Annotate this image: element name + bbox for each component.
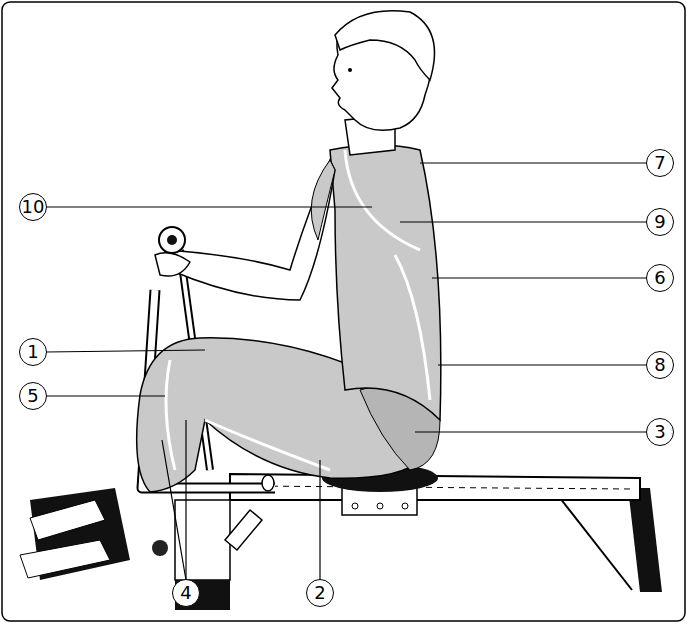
callout-number: 8 [646,351,674,379]
arm [165,160,335,300]
grip [159,227,185,253]
callout-number: 4 [172,579,200,607]
leader-line [46,206,372,207]
leader-line [46,350,205,352]
leader-line [319,460,320,580]
leader-line [415,431,647,432]
callout-number: 7 [646,149,674,177]
leader-line [420,162,647,163]
shoe [30,500,105,540]
muscle-line [166,360,175,470]
cylinder [225,510,262,550]
deltoid [311,160,335,240]
eye [348,68,352,72]
rail-groove [250,486,630,489]
front-unit [175,500,230,580]
leader-lines [46,163,647,580]
pivot [262,475,274,491]
muscle-line [205,420,330,470]
rear-strut [560,498,632,590]
leader-line [162,440,186,580]
leader-line [185,420,186,580]
leader-line [432,277,647,278]
leader-line [400,221,647,222]
bolt [352,503,358,509]
callout-number: 1 [19,338,47,366]
bolt [377,503,383,509]
hand [155,253,190,276]
muscle-line [395,255,430,400]
rear-foot [628,488,662,592]
grip-end [167,235,177,245]
callout-number: 3 [646,418,674,446]
callout-number: 10 [19,193,47,221]
torso [330,145,441,420]
knob [152,540,168,556]
leader-line [46,395,165,396]
muscle-line [345,150,420,250]
bolt [402,503,408,509]
callout-number: 5 [19,382,47,410]
leader-line [438,364,647,365]
callout-number: 6 [646,264,674,292]
callout-number: 9 [646,208,674,236]
callout-number: 2 [306,579,334,607]
shoe [20,540,110,578]
hair [335,11,435,80]
